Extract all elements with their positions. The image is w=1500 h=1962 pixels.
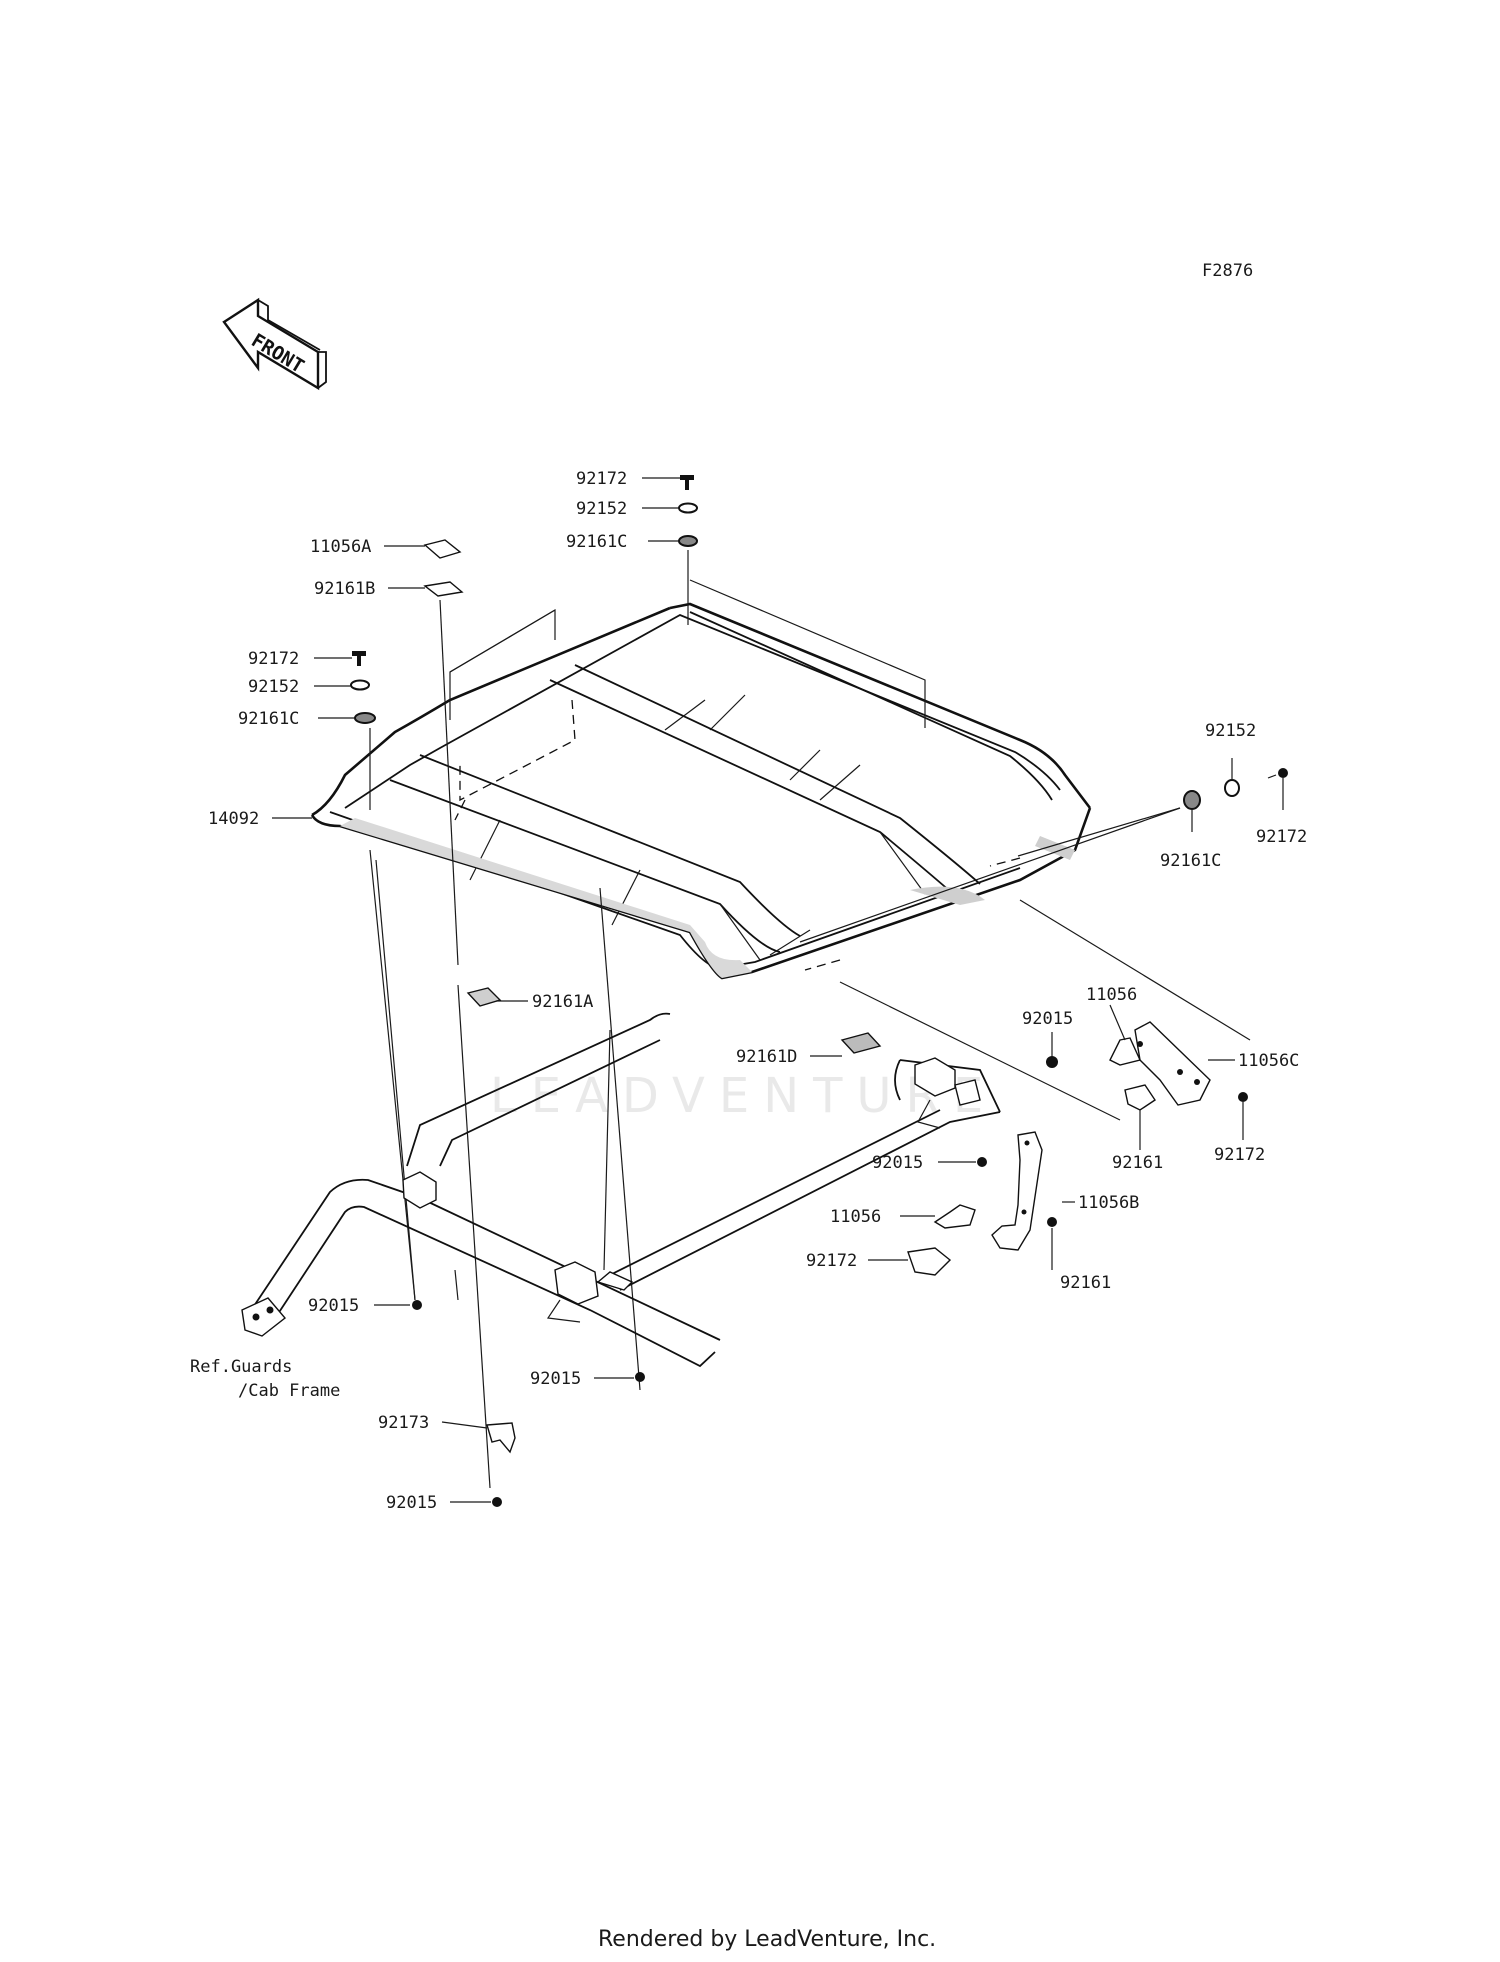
clip-92173-icon [486,1422,516,1454]
nut-92015-center-icon [635,1372,645,1382]
callout-92161c-top[interactable]: 92161C [566,532,627,552]
callout-92172-top[interactable]: 92172 [576,469,627,489]
footer-credit: Rendered by LeadVenture, Inc. [598,1927,936,1952]
callout-92152-left[interactable]: 92152 [248,677,299,697]
nut-92015-middle-icon [977,1157,987,1167]
reference-note-line2: /Cab Frame [238,1381,340,1401]
grommet-92161c-right-icon [1183,790,1201,810]
callout-92015-center[interactable]: 92015 [530,1369,581,1389]
washer-92152-right-icon [1224,779,1240,797]
callout-11056-lower[interactable]: 11056 [830,1207,881,1227]
callout-92172-right[interactable]: 92172 [1256,827,1307,847]
callout-92161a[interactable]: 92161A [532,992,593,1012]
bracket-11056b-icon [907,1131,1043,1276]
callout-92172-bracket[interactable]: 92172 [1214,1145,1265,1165]
callout-92015-right[interactable]: 92015 [1022,1009,1073,1029]
callout-92161b[interactable]: 92161B [314,579,375,599]
bolt-92172-top-icon [680,475,694,490]
bolt-92172-lower-icon [1047,1217,1057,1227]
callout-92161d[interactable]: 92161D [736,1047,797,1067]
grommet-92161c-top-icon [678,535,698,547]
callout-92172-left[interactable]: 92172 [248,649,299,669]
pad-92161d-icon [840,1032,882,1054]
callout-11056-upper[interactable]: 11056 [1086,985,1137,1005]
callout-92015-bottom[interactable]: 92015 [386,1493,437,1513]
nut-92015-left-icon [412,1300,422,1310]
callout-92173[interactable]: 92173 [378,1413,429,1433]
pad-92161a-icon [466,987,502,1007]
front-arrow-icon: FRONT [222,297,327,391]
bolt-92172-right-icon [1278,768,1288,778]
washer-92152-top-icon [678,502,698,514]
bolt-92172-left-icon [352,651,366,666]
callout-92015-left[interactable]: 92015 [308,1296,359,1316]
callout-14092-roof[interactable]: 14092 [208,809,259,829]
roof-panel [310,602,1092,980]
washer-92152-left-icon [350,679,370,691]
grommet-92161c-left-icon [354,712,376,724]
callout-92015-middle[interactable]: 92015 [872,1153,923,1173]
callout-11056a[interactable]: 11056A [310,537,371,557]
nut-92015-bottom-icon [492,1497,502,1507]
pad-92161b-icon [423,581,464,597]
bolt-92172-bracket-icon [1238,1092,1248,1102]
callout-92152-right[interactable]: 92152 [1205,721,1256,741]
callout-92161-upper[interactable]: 92161 [1112,1153,1163,1173]
reference-note-line1: Ref.Guards [190,1357,292,1377]
callout-11056b[interactable]: 11056B [1078,1193,1139,1213]
watermark-text: LEADVENTURE [490,1068,997,1124]
callout-11056c[interactable]: 11056C [1238,1051,1299,1071]
cab-frame [241,1012,1001,1368]
nut-92015-right-icon [1046,1056,1058,1068]
bracket-11056c-icon [1109,1021,1211,1111]
bracket-11056a-icon [423,539,462,559]
callout-92161-lower[interactable]: 92172 [806,1251,857,1271]
callout-92152-top[interactable]: 92152 [576,499,627,519]
callout-92172-lower[interactable]: 92161 [1060,1273,1111,1293]
callout-92161c-right[interactable]: 92161C [1160,851,1221,871]
diagram-code: F2876 [1202,261,1253,281]
callout-92161c-left[interactable]: 92161C [238,709,299,729]
